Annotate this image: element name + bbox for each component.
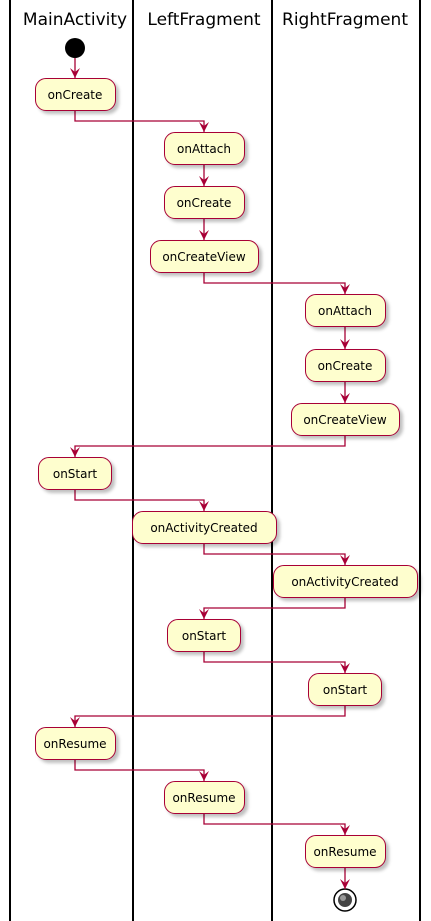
activity-node: onCreateView bbox=[290, 403, 400, 436]
arrow-head bbox=[340, 284, 350, 294]
arrow-head bbox=[340, 393, 350, 403]
activity-node: onActivityCreated bbox=[131, 511, 277, 544]
arrow-head bbox=[199, 771, 209, 781]
flow-line bbox=[74, 760, 205, 781]
arrow-head bbox=[340, 663, 350, 673]
arrow-head bbox=[199, 176, 209, 186]
arrow-head bbox=[199, 230, 209, 240]
flow-line bbox=[203, 598, 346, 619]
activity-node: onCreate bbox=[163, 186, 245, 219]
activity-node: onCreateView bbox=[149, 240, 259, 273]
arrow-head bbox=[340, 339, 350, 349]
activity-node: onAttach bbox=[163, 132, 245, 165]
arrow-head bbox=[199, 609, 209, 619]
arrow-head bbox=[340, 825, 350, 835]
flow-line bbox=[203, 814, 346, 835]
flow-line bbox=[203, 652, 346, 673]
activity-node: onActivityCreated bbox=[272, 565, 418, 598]
arrow-head bbox=[199, 501, 209, 511]
arrow-head bbox=[340, 879, 350, 889]
activity-node: onStart bbox=[308, 673, 382, 706]
lane-title-right-fragment: RightFragment bbox=[282, 10, 408, 30]
activity-node: onResume bbox=[34, 727, 116, 760]
activity-node: onCreate bbox=[304, 349, 386, 382]
flow-line bbox=[74, 436, 346, 457]
activity-node: onCreate bbox=[34, 78, 116, 111]
flow-line bbox=[74, 490, 205, 511]
flow-line bbox=[74, 706, 346, 727]
lane-title-main-activity: MainActivity bbox=[22, 10, 128, 30]
end-node bbox=[333, 888, 357, 912]
activity-node: onAttach bbox=[304, 294, 386, 327]
flow-line bbox=[74, 111, 205, 132]
activity-node: onStart bbox=[38, 457, 112, 490]
arrow-head bbox=[340, 555, 350, 565]
activity-node: onStart bbox=[167, 619, 241, 652]
activity-node: onResume bbox=[163, 781, 245, 814]
start-node bbox=[65, 38, 85, 58]
arrow-head bbox=[199, 122, 209, 132]
activity-node: onResume bbox=[304, 835, 386, 868]
flow-line bbox=[203, 544, 346, 565]
arrow-head bbox=[70, 68, 80, 78]
lane-title-left-fragment: LeftFragment bbox=[147, 10, 261, 30]
arrow-head bbox=[70, 447, 80, 457]
arrow-head bbox=[70, 717, 80, 727]
flow-line bbox=[203, 273, 346, 294]
